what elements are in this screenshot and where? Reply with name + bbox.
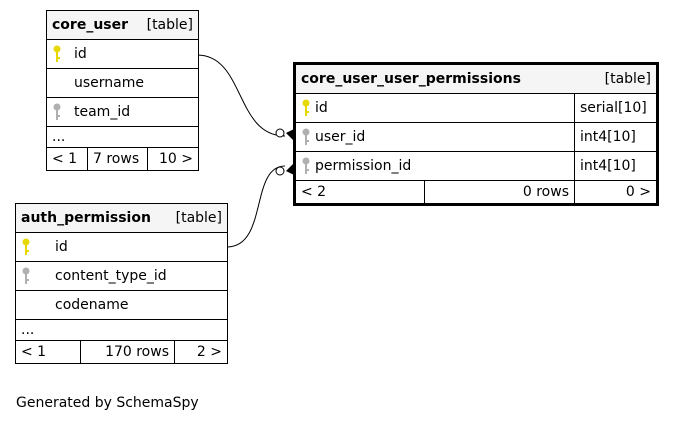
column-name: codename xyxy=(55,297,129,313)
parents-count: < 2 xyxy=(294,180,425,205)
children-count: 10 > xyxy=(147,147,199,171)
row-count: 7 rows xyxy=(87,147,148,171)
column-name: user_id xyxy=(315,129,366,145)
children-count: 2 > xyxy=(173,340,229,364)
column-name: username xyxy=(74,75,144,91)
generator-credit: Generated by SchemaSpy xyxy=(16,395,199,411)
primary-key-icon xyxy=(53,45,61,62)
column-type: serial[10] xyxy=(573,93,659,123)
column-name: permission_id xyxy=(315,158,412,174)
link-permission_id-crowfoot xyxy=(286,163,294,175)
table-core_user_user_permissions: core_user_user_permissions [table] id se… xyxy=(293,62,660,206)
column-row[interactable]: username xyxy=(46,68,199,98)
column-row[interactable]: id xyxy=(294,93,575,123)
table-type: [table] xyxy=(146,17,193,33)
column-type: int4[10] xyxy=(573,151,659,181)
table-type: [table] xyxy=(604,71,652,87)
table-name[interactable]: auth_permission xyxy=(21,210,151,226)
column-name: content_type_id xyxy=(55,268,167,284)
link-user_id-crowfoot xyxy=(286,129,294,141)
column-name: id xyxy=(74,46,87,62)
table-name[interactable]: core_user xyxy=(52,17,129,33)
link-permission_id-optional-marker xyxy=(275,166,285,176)
foreign-key-icon xyxy=(22,267,30,284)
link-core_user-id-to-user_id xyxy=(196,54,286,137)
row-count: 0 rows xyxy=(424,180,575,205)
column-row[interactable]: codename xyxy=(14,290,229,320)
parents-count: < 1 xyxy=(46,147,88,171)
more-columns: ... xyxy=(46,126,199,148)
primary-key-icon xyxy=(302,99,310,116)
column-row[interactable]: content_type_id xyxy=(14,261,229,291)
foreign-key-icon xyxy=(53,103,61,120)
column-name: team_id xyxy=(74,104,131,120)
column-type: int4[10] xyxy=(573,122,659,152)
column-name: id xyxy=(55,239,68,255)
table-auth_permission: auth_permission [table] id content_type_… xyxy=(14,203,229,364)
foreign-key-icon xyxy=(302,157,310,174)
column-row[interactable]: id xyxy=(14,232,229,262)
column-row[interactable]: user_id xyxy=(294,122,575,152)
primary-key-icon xyxy=(22,238,30,255)
row-count: 170 rows xyxy=(80,340,175,364)
link-auth_permission-id-to-permission_id xyxy=(226,165,286,248)
column-row[interactable]: id xyxy=(46,39,199,69)
table-header: core_user [table] xyxy=(46,10,199,40)
foreign-key-icon xyxy=(302,128,310,145)
column-row[interactable]: permission_id xyxy=(294,151,575,181)
children-count: 0 > xyxy=(573,180,659,205)
column-row[interactable]: team_id xyxy=(46,97,199,127)
table-name[interactable]: core_user_user_permissions xyxy=(301,71,521,87)
table-header: auth_permission [table] xyxy=(14,203,229,233)
table-core_user: core_user [table] id username team_id ..… xyxy=(46,10,199,171)
table-type: [table] xyxy=(175,210,223,226)
column-name: id xyxy=(315,100,328,116)
table-header: core_user_user_permissions [table] xyxy=(293,63,659,94)
parents-count: < 1 xyxy=(15,340,81,364)
more-columns: ... xyxy=(14,319,229,341)
link-user_id-optional-marker xyxy=(275,128,285,138)
